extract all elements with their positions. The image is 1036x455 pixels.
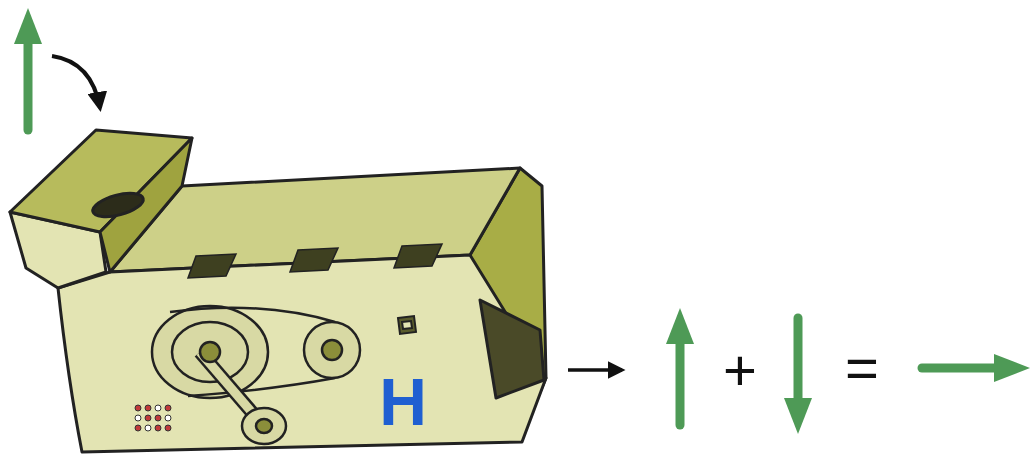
input-spin-up-arrow	[14, 8, 42, 130]
gate-label: H	[379, 369, 427, 435]
belt-drive	[152, 306, 360, 444]
operator-symbol: +	[723, 341, 757, 399]
output-arrow	[568, 368, 622, 372]
vents	[188, 244, 442, 278]
spin-right-arrow	[922, 354, 1030, 382]
switch	[398, 316, 416, 334]
feed-arrow	[52, 56, 100, 108]
buttons	[135, 405, 171, 431]
spin-up-arrow	[666, 308, 694, 425]
machine-label-box: H	[360, 362, 446, 442]
spin-down-arrow	[784, 318, 812, 434]
operator-symbol: =	[845, 339, 879, 397]
machine-body	[10, 130, 546, 452]
